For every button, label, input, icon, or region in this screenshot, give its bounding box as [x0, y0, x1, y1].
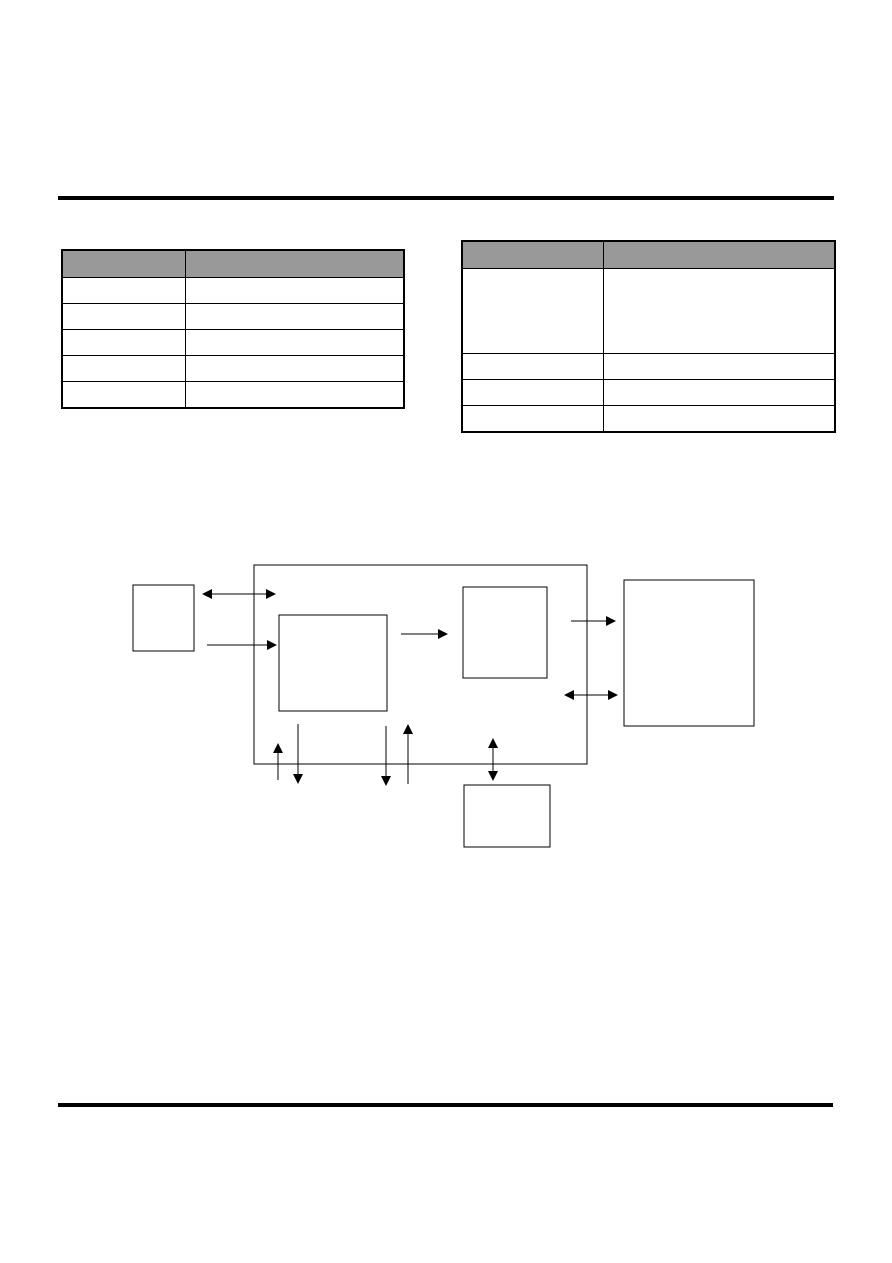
right-block: [623, 579, 755, 727]
table-cell: [185, 381, 405, 409]
table-cell: [61, 381, 187, 409]
inner-left-block: [278, 614, 388, 712]
header-rule: [58, 196, 834, 200]
table-cell: [461, 353, 605, 380]
footer-rule: [58, 1103, 833, 1107]
right-table: [461, 240, 836, 433]
table-row: [461, 353, 836, 380]
table-cell: [61, 329, 187, 356]
table-header-row: [461, 240, 836, 269]
left-block: [132, 584, 195, 652]
table-row: [461, 268, 836, 354]
table-cell: [185, 355, 405, 382]
inner-right-block: [462, 586, 548, 679]
table-row: [61, 355, 405, 382]
left-table: [61, 249, 405, 409]
table-cell: [61, 355, 187, 382]
table-cell: [461, 379, 605, 406]
table-cell: [61, 303, 187, 330]
table-row: [461, 405, 836, 433]
bottom-block: [463, 784, 551, 848]
table-cell: [603, 379, 836, 406]
table-header-cell: [603, 240, 836, 269]
table-cell: [461, 268, 605, 354]
table-row: [61, 381, 405, 409]
table-cell: [603, 405, 836, 433]
table-cell: [603, 268, 836, 354]
table-cell: [61, 277, 187, 304]
table-row: [461, 379, 836, 406]
table-cell: [603, 353, 836, 380]
table-cell: [461, 405, 605, 433]
